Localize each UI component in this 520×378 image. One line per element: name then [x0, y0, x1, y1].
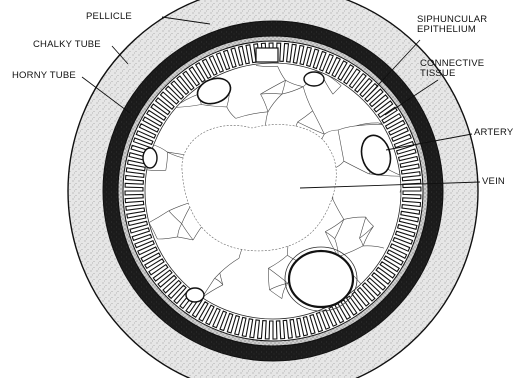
- label-artery-text: ARTERY: [474, 128, 513, 138]
- artery-vessel: [289, 251, 353, 307]
- label-horny-tube: HORNY TUBE: [12, 71, 76, 81]
- label-siphuncular-epithelium: SIPHUNCULAR EPITHELIUM: [417, 15, 487, 35]
- label-pellicle-text: PELLICLE: [86, 12, 132, 22]
- label-vein: VEIN: [482, 177, 505, 187]
- artery-vessel: [186, 288, 204, 302]
- artery-vessel: [304, 72, 324, 86]
- epithelium-notch: [256, 48, 278, 62]
- label-chalky-tube-text: CHALKY TUBE: [33, 40, 101, 50]
- label-horny-tube-text: HORNY TUBE: [12, 71, 76, 81]
- label-connective-tissue: CONNECTIVE TISSUE: [420, 59, 484, 79]
- label-chalky-tube: CHALKY TUBE: [33, 40, 101, 50]
- label-siphuncular-line-2: EPITHELIUM: [417, 25, 487, 35]
- label-pellicle: PELLICLE: [86, 12, 132, 22]
- artery-vessel: [143, 148, 157, 168]
- label-vein-text: VEIN: [482, 177, 505, 187]
- label-artery: ARTERY: [474, 128, 513, 138]
- label-connective-line-2: TISSUE: [420, 69, 484, 79]
